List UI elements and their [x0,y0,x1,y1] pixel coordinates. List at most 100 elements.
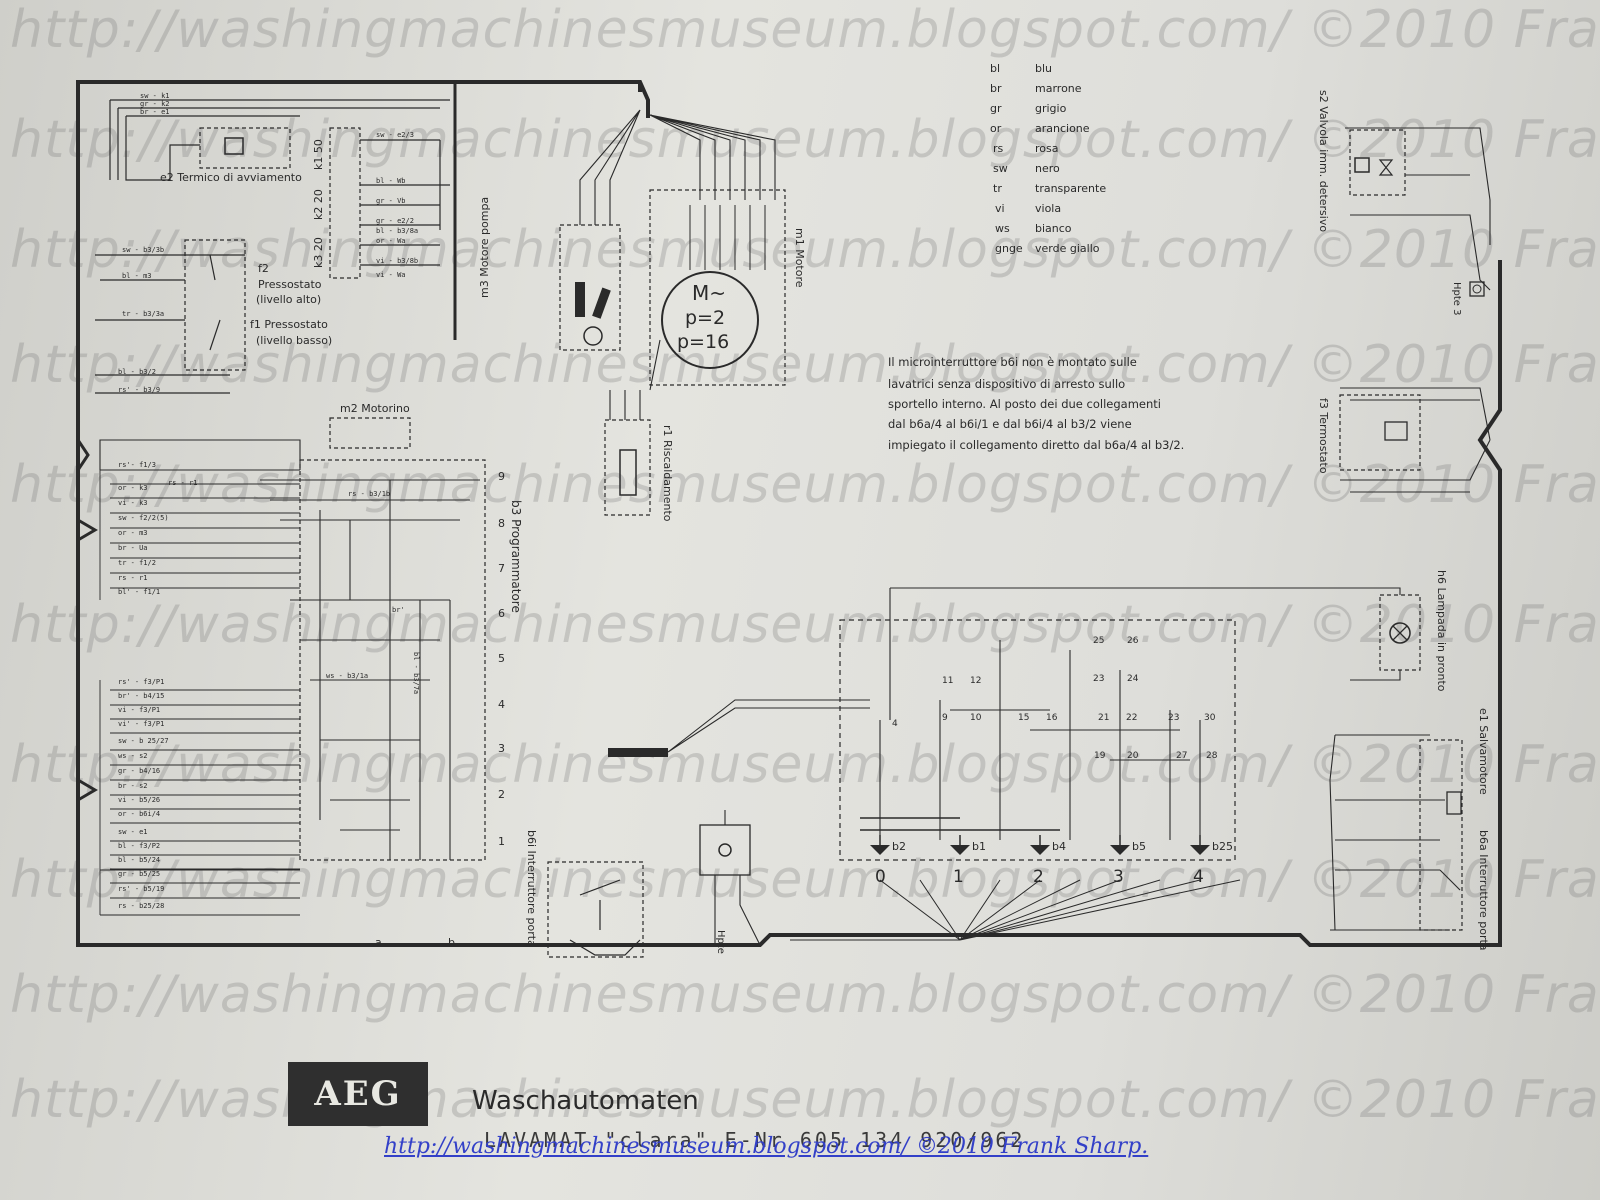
svg-text:bl: bl [990,62,1000,75]
switch-b2: b2 [892,840,906,853]
mains-cable [608,748,668,757]
svg-text:rs - r1: rs - r1 [168,479,198,487]
svg-text:sw - b 25/27: sw - b 25/27 [118,737,169,745]
svg-text:bl - f3/P2: bl - f3/P2 [118,842,160,850]
enclosure-inner [76,82,457,802]
svg-text:or: or [990,122,1002,135]
k-wire-1: sw - e2/3 [376,131,414,139]
aeg-logo: AEG [288,1062,428,1126]
footer-model: LAVAMAT "clara" E-Nr 605 134 920/962 [484,1128,1026,1152]
svg-text:rs - r1: rs - r1 [118,574,148,582]
svg-text:27: 27 [1176,751,1187,761]
cam-label-2: br' [392,606,405,614]
svg-text:vi: vi [995,202,1005,215]
svg-text:rs' - f3/P1: rs' - f3/P1 [118,678,164,686]
svg-text:23: 23 [1168,713,1179,723]
svg-text:10: 10 [970,713,982,723]
svg-text:or - m3: or - m3 [118,529,148,537]
mains-cable-wires [667,699,870,753]
b6i-label: b6i Interruttore porta [525,830,538,947]
svg-text:22: 22 [1126,713,1137,723]
f2-line2: (livello alto) [256,293,321,306]
svg-text:sw - f2/2(5): sw - f2/2(5) [118,514,169,522]
f3-label: f3 Termostato [1317,398,1330,474]
column-b: b [448,936,455,949]
k-wire-6: or - Wa [376,237,406,245]
step-3: 3 [498,742,505,755]
svg-text:or - k3: or - k3 [118,484,148,492]
cam-label-4: bl - b3/7a [412,652,420,694]
hpte-terminal [699,810,761,946]
svg-text:br - Ua: br - Ua [118,544,148,552]
panel-wire-4: bl - b3/2 [118,368,156,376]
svg-text:30: 30 [1204,713,1216,723]
svg-text:grigio: grigio [1035,102,1067,115]
b3-wire-labels-upper: rs'- f1/3 rs - r1 or - k3 vi - k3 sw - f… [118,461,198,596]
f1-line1: f1 Pressostato [250,318,328,331]
e1-b6a [1329,734,1463,931]
watermark-10: http://washingmachinesmuseum.blogspot.co… [10,1070,1600,1130]
svg-text:16: 16 [1046,713,1058,723]
e2-thermal [109,99,450,181]
b6i-door-switch [547,861,644,958]
k-wire-7: vi - b3/8b [376,257,418,265]
m2-box [329,417,411,449]
svg-text:gr - b4/16: gr - b4/16 [118,767,160,775]
cam-label-3: ws - b3/1a [326,672,368,680]
step-9: 9 [498,470,505,483]
b3-wire-bundle [99,470,300,916]
motor-poles-1: p=2 [685,307,725,329]
footer-link[interactable]: http://washingmachinesmuseum.blogspot.co… [384,1134,1149,1159]
e2-label: e2 Termico di avviamento [160,171,302,184]
enclosure-outline [76,80,1502,947]
watermark-9: http://washingmachinesmuseum.blogspot.co… [10,965,1600,1025]
motor-poles-2: p=16 [677,331,729,353]
svg-text:ws: ws [995,222,1010,235]
switch-b4: b4 [1052,840,1066,853]
svg-text:bl' - f1/1: bl' - f1/1 [118,588,160,596]
k-wire-3: gr - Vb [376,197,406,205]
h6-label: h6 Lampada in pronto [1435,570,1448,692]
panel-wire-5: rs' - b3/9 [118,386,160,394]
svg-text:br - s2: br - s2 [118,782,148,790]
panel-wire-1: sw - b3/3b [122,246,164,254]
k-wire-8: vi - Wa [376,271,406,279]
svg-text:sw - e1: sw - e1 [118,828,148,836]
k-relays [329,127,450,279]
svg-text:rs'- f1/3: rs'- f1/3 [118,461,156,469]
b6a-label: b6a Interruttore porta [1477,830,1490,951]
r1-heater [604,339,661,516]
b3-box [299,459,486,861]
switch-b1: b1 [972,840,986,853]
top-wire-3: br - e1 [140,108,170,116]
cable-fan [790,879,1241,941]
svg-text:gnge: gnge [995,242,1023,255]
k-wire-5: bl - b3/8a [376,227,418,235]
panel-wire-3: tr - b3/3a [122,310,164,318]
position-0: 0 [875,867,886,887]
step-2: 2 [498,788,505,801]
svg-text:vi - b5/26: vi - b5/26 [118,796,160,804]
k-wire-4: gr - e2/2 [376,217,414,225]
f2-line1: Pressostato [258,278,322,291]
svg-text:25: 25 [1093,636,1104,646]
selector-contacts: 11 12 25 26 23 24 4 9 10 15 16 21 22 23 … [892,636,1218,761]
m1-main-motor [649,114,786,386]
svg-text:or - b6i/4: or - b6i/4 [118,810,160,818]
watermark-8: http://washingmachinesmuseum.blogspot.co… [10,850,1600,910]
svg-text:dal b6a/4 al b6i/1 e dal b6i/4: dal b6a/4 al b6i/1 e dal b6i/4 al b3/2 v… [888,417,1132,431]
m3-pump-motor [559,109,641,351]
b3-wire-labels-lower: rs' - f3/P1 br' - b4/15 vi - f3/P1 vi' -… [118,678,169,910]
svg-text:tr - f1/2: tr - f1/2 [118,559,156,567]
k1-label: k1 50 [312,139,325,170]
f1-line2: (livello basso) [256,334,332,347]
svg-text:Il microinterruttore b6i non è: Il microinterruttore b6i non è montato s… [888,355,1137,369]
panel-wire-2: bl - m3 [122,272,152,280]
b3-label: b3 Programmatore [509,500,523,613]
s2-valve [1345,127,1491,297]
svg-text:15: 15 [1018,713,1029,723]
svg-text:viola: viola [1035,202,1061,215]
m1-label: m1 Motore [793,228,806,288]
